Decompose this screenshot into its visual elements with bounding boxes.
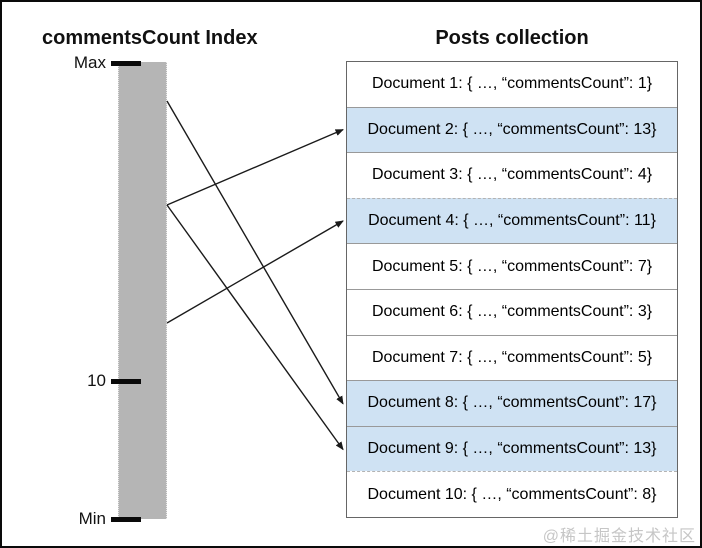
tick-label-max: Max	[73, 53, 106, 72]
tick-mark-10	[111, 379, 141, 384]
arrow-to-document-2	[166, 128, 344, 206]
table-row-document-9: Document 9: { …, “commentsCount”: 13}	[347, 425, 677, 472]
arrow-to-document-4	[166, 220, 344, 324]
document-label: Document 6: { …, “commentsCount”: 3}	[371, 303, 653, 321]
table-row-document-10: Document 10: { …, “commentsCount”: 8}	[347, 471, 677, 517]
index-title: commentsCount Index	[42, 27, 258, 49]
posts-table: Document 1: { …, “commentsCount”: 1} Docu…	[346, 61, 678, 518]
tick-mark-max	[111, 61, 141, 66]
table-row-document-2: Document 2: { …, “commentsCount”: 13}	[347, 106, 677, 153]
arrow-to-document-8	[166, 100, 344, 405]
document-label: Document 5: { …, “commentsCount”: 7}	[371, 257, 653, 275]
table-row-document-6: Document 6: { …, “commentsCount”: 3}	[347, 288, 677, 335]
table-row-document-3: Document 3: { …, “commentsCount”: 4}	[347, 152, 677, 198]
index-range-bar	[118, 62, 167, 519]
tick-label-10: 10	[87, 371, 106, 390]
document-label: Document 9: { …, “commentsCount”: 13}	[367, 440, 657, 458]
document-label: Document 4: { …, “commentsCount”: 11}	[368, 212, 656, 230]
document-label: Document 2: { …, “commentsCount”: 13}	[367, 120, 657, 138]
table-row-document-4: Document 4: { …, “commentsCount”: 11}	[347, 197, 677, 244]
document-label: Document 10: { …, “commentsCount”: 8}	[367, 485, 657, 503]
document-label: Document 1: { …, “commentsCount”: 1}	[371, 75, 653, 93]
document-label: Document 7: { …, “commentsCount”: 5}	[371, 348, 653, 366]
arrow-to-document-9	[166, 204, 344, 451]
tick-mark-min	[111, 517, 141, 522]
collection-title: Posts collection	[435, 27, 589, 49]
watermark: @稀土掘金技术社区	[542, 528, 696, 545]
table-row-document-7: Document 7: { …, “commentsCount”: 5}	[347, 334, 677, 381]
table-row-document-8: Document 8: { …, “commentsCount”: 17}	[347, 380, 677, 426]
tick-label-min: Min	[78, 509, 106, 528]
document-label: Document 3: { …, “commentsCount”: 4}	[371, 166, 653, 184]
table-row-document-5: Document 5: { …, “commentsCount”: 7}	[347, 243, 677, 289]
table-row-document-1: Document 1: { …, “commentsCount”: 1}	[347, 62, 677, 107]
document-label: Document 8: { …, “commentsCount”: 17}	[367, 394, 657, 412]
